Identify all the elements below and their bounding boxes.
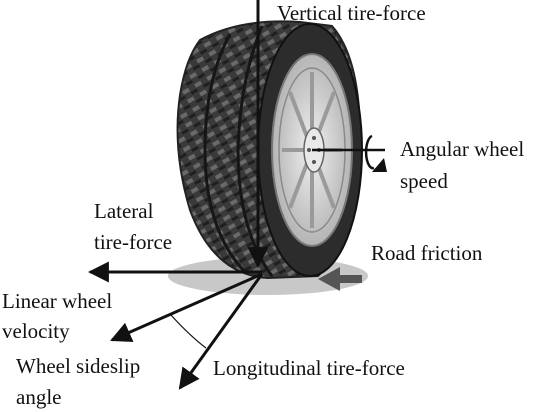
sideslip-angle-arc	[169, 313, 207, 349]
road-friction-arrow	[318, 267, 362, 291]
label-vertical-force: Vertical tire-force	[277, 1, 426, 25]
label-lateral-force-line1: Lateral	[94, 199, 154, 223]
label-linear-velocity-line2: velocity	[2, 319, 70, 343]
label-sideslip-line2: angle	[16, 385, 62, 409]
label-angular-speed-line1: Angular wheel	[400, 137, 525, 161]
label-angular-speed-line2: speed	[400, 169, 448, 193]
label-linear-velocity-line1: Linear wheel	[2, 289, 113, 313]
label-road-friction: Road friction	[371, 241, 483, 265]
tire-icon	[176, 20, 363, 280]
rotation-arrow-icon	[364, 134, 387, 172]
longitudinal-force-arrow	[178, 273, 264, 390]
label-longitudinal-force: Longitudinal tire-force	[213, 356, 405, 380]
label-sideslip-line1: Wheel sideslip	[16, 354, 141, 378]
linear-velocity-arrow	[110, 272, 263, 342]
label-lateral-force-line2: tire-force	[94, 230, 173, 254]
